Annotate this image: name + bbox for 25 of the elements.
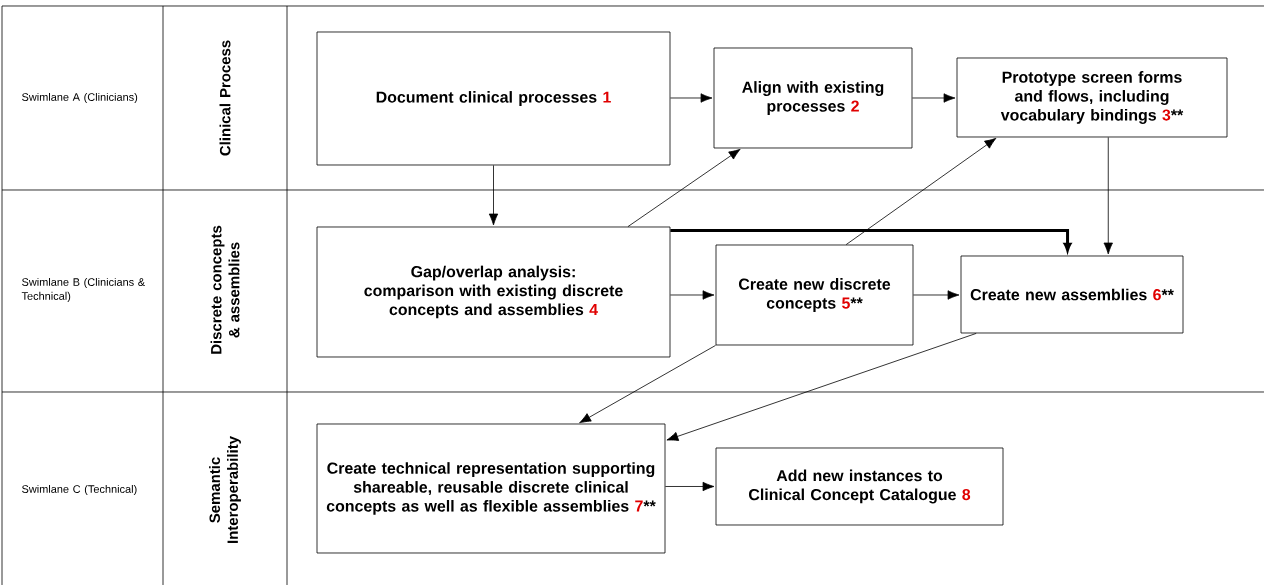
lane-label: Swimlane B (Clinicians & Technical)	[21, 277, 145, 303]
lane-label: Swimlane C (Technical)	[22, 484, 137, 496]
arrow	[627, 148, 741, 227]
arrow	[845, 137, 997, 245]
arrow	[666, 333, 977, 441]
lane-label: Swimlane A (Clinicians)	[22, 92, 138, 104]
lane-title: Clinical Process	[219, 40, 231, 156]
arrow	[488, 165, 499, 226]
arrow	[913, 290, 960, 300]
lane-title: Discrete concepts & assemblies	[210, 225, 240, 354]
process-box: Add new instances to Clinical Concept Catalogue 8	[715, 447, 1004, 526]
arrow	[579, 345, 716, 424]
process-box: Align with existing processes 2	[713, 47, 913, 149]
process-box: Document clinical processes 1	[316, 31, 671, 166]
process-box: Prototype screen forms and flows, including vocabulary bindings 3**	[956, 57, 1228, 138]
arrow	[670, 290, 715, 300]
process-box: Create new assemblies 6**	[960, 255, 1184, 334]
process-box: Create technical representation supporting shareable, reusable discrete clinical concepts as well as flexible assemblies 7**	[316, 423, 666, 554]
process-box: Create new discrete concepts 5**	[715, 244, 914, 346]
arrow	[670, 93, 713, 103]
arrow	[665, 481, 715, 492]
lane-title: Semantic Interoperability	[209, 436, 241, 543]
process-box: Gap/overlap analysis: comparison with existing discrete concepts and assemblies 4	[316, 226, 671, 358]
arrow	[912, 93, 956, 103]
arrow	[1103, 137, 1113, 255]
